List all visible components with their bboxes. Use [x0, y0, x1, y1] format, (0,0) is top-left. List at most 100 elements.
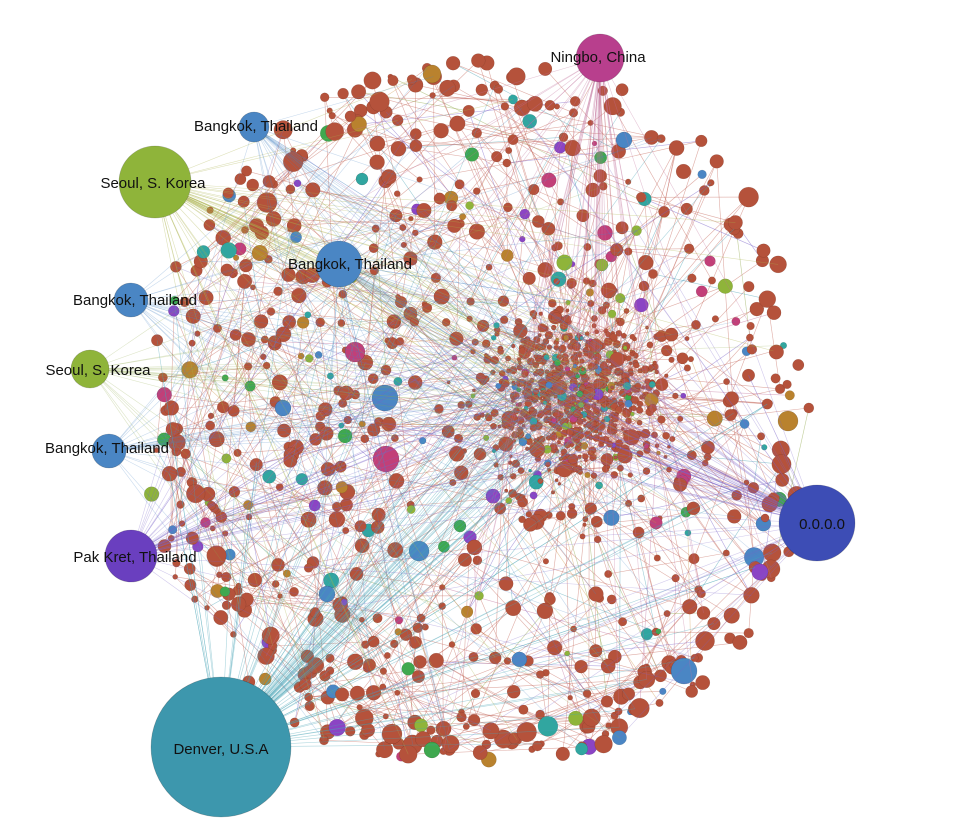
minor-node[interactable] — [583, 403, 591, 411]
minor-node[interactable] — [445, 56, 461, 71]
minor-node[interactable] — [746, 333, 754, 342]
minor-node[interactable] — [687, 356, 695, 363]
minor-node[interactable] — [320, 92, 330, 103]
minor-node[interactable] — [598, 181, 608, 191]
minor-node[interactable] — [782, 379, 792, 390]
minor-node[interactable] — [695, 285, 708, 298]
minor-node[interactable] — [743, 627, 754, 639]
minor-node[interactable] — [633, 362, 640, 369]
minor-node[interactable] — [557, 482, 562, 486]
minor-node[interactable] — [414, 718, 428, 733]
minor-node[interactable] — [632, 526, 645, 539]
minor-node[interactable] — [559, 321, 568, 330]
minor-node[interactable] — [607, 309, 617, 319]
minor-node[interactable] — [393, 190, 401, 197]
minor-node[interactable] — [600, 695, 614, 708]
minor-node[interactable] — [533, 336, 541, 344]
minor-node[interactable] — [580, 442, 589, 450]
minor-node[interactable] — [706, 410, 723, 427]
minor-node[interactable] — [610, 470, 619, 479]
minor-node[interactable] — [508, 454, 513, 459]
minor-node[interactable] — [428, 652, 444, 669]
minor-node[interactable] — [597, 305, 607, 315]
minor-node[interactable] — [584, 471, 591, 479]
minor-node[interactable] — [433, 122, 449, 139]
minor-node[interactable] — [630, 411, 635, 417]
minor-node[interactable] — [490, 408, 499, 418]
minor-node[interactable] — [470, 623, 482, 635]
minor-node[interactable] — [711, 315, 720, 323]
minor-node[interactable] — [637, 494, 646, 503]
minor-node[interactable] — [344, 110, 357, 123]
minor-node[interactable] — [659, 687, 667, 696]
minor-node[interactable] — [547, 467, 552, 472]
minor-node[interactable] — [697, 169, 707, 180]
minor-node[interactable] — [579, 358, 585, 364]
minor-node[interactable] — [500, 249, 514, 262]
minor-node[interactable] — [550, 364, 555, 369]
minor-node[interactable] — [342, 527, 350, 535]
minor-node[interactable] — [433, 192, 446, 205]
minor-node[interactable] — [289, 586, 299, 597]
minor-node[interactable] — [542, 558, 550, 565]
minor-node[interactable] — [527, 95, 543, 112]
minor-node[interactable] — [481, 339, 491, 349]
minor-node[interactable] — [738, 186, 759, 208]
minor-node[interactable] — [491, 448, 497, 454]
minor-node[interactable] — [416, 176, 423, 183]
minor-node[interactable] — [524, 399, 533, 408]
minor-node[interactable] — [555, 746, 570, 762]
minor-node[interactable] — [695, 134, 708, 148]
minor-node[interactable] — [605, 331, 612, 338]
notable-node[interactable] — [423, 741, 441, 759]
minor-node[interactable] — [363, 71, 382, 90]
minor-node[interactable] — [784, 390, 795, 401]
minor-node[interactable] — [500, 102, 510, 111]
minor-node[interactable] — [565, 308, 570, 313]
minor-node[interactable] — [470, 688, 481, 699]
minor-node[interactable] — [668, 140, 685, 156]
notable-node[interactable] — [355, 172, 369, 186]
minor-node[interactable] — [555, 449, 560, 454]
minor-node[interactable] — [652, 360, 657, 365]
minor-node[interactable] — [595, 481, 603, 490]
minor-node[interactable] — [569, 96, 581, 107]
minor-node[interactable] — [516, 387, 522, 393]
minor-node[interactable] — [537, 333, 542, 338]
minor-node[interactable] — [511, 459, 521, 468]
minor-node[interactable] — [518, 515, 526, 524]
minor-node[interactable] — [612, 340, 622, 349]
minor-node[interactable] — [582, 522, 587, 527]
minor-node[interactable] — [505, 146, 513, 154]
minor-node[interactable] — [473, 187, 481, 195]
minor-node[interactable] — [743, 281, 755, 293]
minor-node[interactable] — [588, 279, 597, 288]
minor-node[interactable] — [758, 290, 776, 308]
minor-node[interactable] — [537, 716, 559, 737]
minor-node[interactable] — [491, 151, 503, 163]
minor-node[interactable] — [449, 115, 466, 132]
minor-node[interactable] — [545, 461, 551, 468]
minor-node[interactable] — [503, 202, 513, 213]
minor-node[interactable] — [656, 450, 661, 456]
minor-node[interactable] — [383, 652, 391, 659]
minor-node[interactable] — [156, 387, 172, 403]
minor-node[interactable] — [542, 338, 550, 345]
minor-node[interactable] — [554, 478, 559, 483]
minor-node[interactable] — [369, 154, 385, 170]
minor-node[interactable] — [538, 311, 543, 316]
minor-node[interactable] — [624, 399, 633, 408]
minor-node[interactable] — [550, 324, 557, 331]
minor-node[interactable] — [213, 610, 229, 626]
minor-node[interactable] — [544, 331, 554, 340]
minor-node[interactable] — [471, 53, 486, 68]
minor-node[interactable] — [546, 344, 553, 351]
minor-node[interactable] — [629, 333, 636, 340]
minor-node[interactable] — [676, 352, 689, 365]
minor-node[interactable] — [459, 213, 467, 221]
minor-node[interactable] — [466, 315, 473, 322]
minor-node[interactable] — [465, 400, 473, 409]
minor-node[interactable] — [695, 675, 711, 690]
minor-node[interactable] — [369, 91, 390, 112]
minor-node[interactable] — [677, 415, 684, 422]
